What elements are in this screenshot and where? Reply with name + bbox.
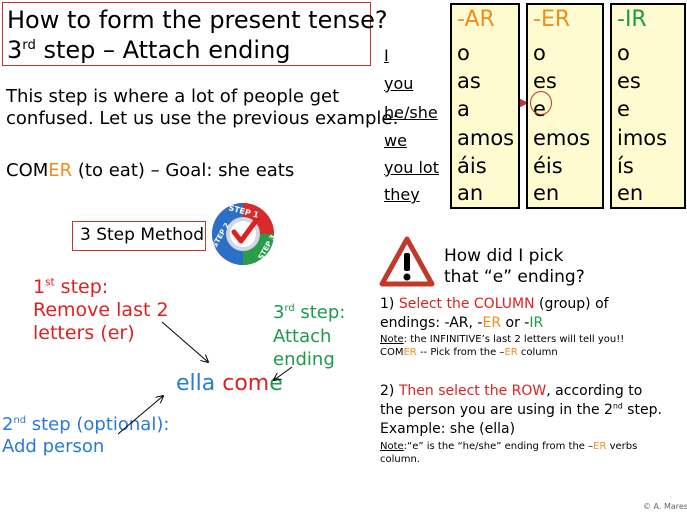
column-ar: -AR o as a amos áis an — [450, 3, 520, 209]
ending-cell: es — [533, 69, 557, 93]
ending-cell: o — [457, 41, 470, 65]
step1-line-3: letters (er) — [33, 322, 135, 344]
highlight-circle — [530, 91, 552, 115]
arrow-step3 — [274, 366, 293, 380]
ending-cell: en — [617, 181, 644, 205]
arrow-step1 — [161, 321, 208, 362]
ending-cell: áis — [457, 154, 487, 178]
ending-cell: en — [533, 181, 560, 205]
page-subtitle: 3rd step – Attach ending — [7, 36, 291, 64]
ending-cell: amos — [457, 126, 515, 150]
select-column-line-2: endings: -AR, -ER or -IR — [380, 315, 544, 331]
title-box — [2, 2, 371, 66]
select-column-line-1: 1) Select the COLUMN (group) of — [380, 296, 609, 312]
step3-line-3: ending — [273, 349, 335, 370]
select-column-note-2: COMER -- Pick from the –ER column — [380, 347, 558, 358]
question-line-1: How did I pick — [444, 246, 564, 266]
person-label: I — [384, 46, 389, 65]
person-label: we — [384, 131, 407, 150]
column-header: -AR — [457, 7, 495, 32]
column-header: -IR — [617, 7, 647, 32]
step3-line-2: Attach — [273, 326, 332, 347]
arrow-step2 — [117, 396, 163, 435]
step3-title: 3rd step: — [273, 302, 346, 323]
select-column-note-1: Note: the INFINITIVE’s last 2 letters wi… — [380, 334, 625, 345]
ending-cell: a — [457, 97, 470, 121]
column-er: -ER o es e emos éis en — [526, 3, 604, 209]
ending-cell: e — [617, 97, 630, 121]
question-line-2: that “e” ending? — [444, 267, 585, 287]
ending-cell: an — [457, 181, 484, 205]
page-title: How to form the present tense? — [7, 6, 388, 34]
select-row-line-2: the person you are using in the 2nd step… — [380, 401, 662, 418]
comer-line: COMER (to eat) – Goal: she eats — [6, 160, 295, 181]
intro-line-1: This step is where a lot of people get — [6, 86, 340, 107]
ending-cell: o — [533, 41, 546, 65]
step-method-badge-icon: STEP 1 STEP 2 STEP 3 — [211, 203, 277, 265]
column-header: -ER — [533, 7, 571, 32]
method-box — [72, 221, 206, 251]
ending-cell: o — [617, 41, 630, 65]
select-row-line-3: Example: she (ella) — [380, 421, 516, 437]
step1-title: 1st step: — [33, 276, 109, 298]
intro-line-2: confused. Let us use the previous exampl… — [6, 108, 399, 129]
column-ir: -IR o es e imos ís en — [610, 3, 686, 209]
ending-cell: emos — [533, 126, 591, 150]
ending-cell: as — [457, 69, 481, 93]
method-label: 3 Step Method — [80, 225, 205, 245]
ending-cell: éis — [533, 154, 563, 178]
person-label: he/she — [384, 103, 438, 122]
select-row-note-2: column. — [380, 454, 420, 465]
person-label: they — [384, 185, 420, 204]
select-row-line-1: 2) Then select the ROW, according to — [380, 383, 643, 399]
ending-cell: imos — [617, 126, 668, 150]
ending-cell: es — [617, 69, 641, 93]
person-label: you lot — [384, 158, 439, 177]
warning-icon — [379, 236, 435, 287]
person-label: you — [384, 74, 414, 93]
ending-cell: ís — [617, 154, 634, 178]
step1-line-2: Remove last 2 — [33, 299, 169, 321]
copyright: © A. Mares — [643, 502, 687, 511]
step2-line-2: Add person — [2, 436, 105, 457]
select-row-note-1: Note:“e” is the “he/she” ending from the… — [380, 441, 638, 452]
